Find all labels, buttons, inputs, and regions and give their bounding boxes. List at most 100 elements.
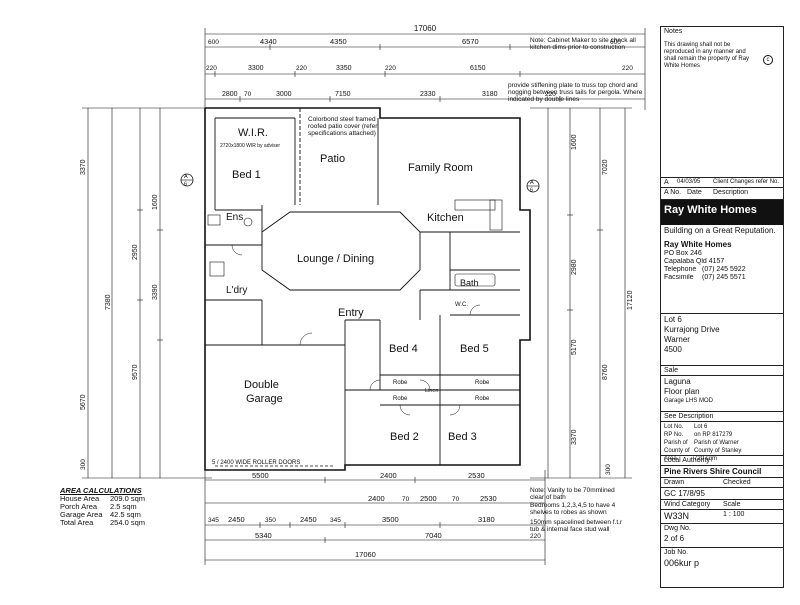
area-row: House Area 209.0 sqm <box>60 495 145 503</box>
dim-right-3: 5170 <box>571 339 578 355</box>
tb-suburb: Capalaba Qld 4157 <box>664 258 725 265</box>
dim-top-r1-1: 4340 <box>260 37 277 46</box>
room-robe-3: Robe <box>393 396 408 402</box>
dim-right-0: 1600 <box>571 134 578 150</box>
dim-right-6: 3370 <box>571 429 578 445</box>
dim-top-r3-1: 70 <box>244 91 252 98</box>
tb-lot: Lot 6 <box>664 315 682 324</box>
tb-drawn: GC 17/8/95 <box>661 487 783 499</box>
note-tub: 150mm spacelined between f.t.r tub & int… <box>530 519 623 533</box>
room-ens: Ens <box>226 212 243 223</box>
dim-top-r3-4: 2330 <box>420 91 436 98</box>
tb-parish: Parish of Warner <box>694 440 739 446</box>
room-linen: Linen <box>425 388 438 394</box>
dim-left-3: 2950 <box>132 244 139 260</box>
dim-bot-r3-0: 345 <box>208 517 219 524</box>
tb-dwg: 2 of 6 <box>664 534 685 543</box>
dim-top-r1-4: 600 <box>610 39 621 46</box>
tb-drawn-label: Drawn <box>664 479 685 486</box>
tb-rp: on RP 817279 <box>694 432 733 438</box>
dim-bot-r2-3: 70 <box>452 496 460 503</box>
dim-right-7: 300 <box>605 464 612 475</box>
tb-town: Warner <box>664 335 690 344</box>
dim-bot-r3-3: 2450 <box>300 515 317 524</box>
room-bath: Bath <box>460 278 479 288</box>
tb-rev-a-no: A <box>664 179 669 186</box>
tb-facsimile-label: Facsimile <box>664 274 694 281</box>
dim-top-r2-4: 220 <box>385 65 396 72</box>
area-value: 209.0 sqm <box>110 494 146 503</box>
tb-sale: Sale <box>661 365 783 375</box>
section-marker-letter-left: A <box>184 174 188 180</box>
note-bedrooms: Bedrooms 1,2,3,4,5 to have 4 shelves to … <box>530 502 616 516</box>
tb-facsimile-value: (07) 245 5571 <box>702 274 746 281</box>
tb-company-name: Ray White Homes <box>664 240 732 249</box>
tb-lot-row: Lot No.Lot 6 <box>664 423 780 431</box>
tb-company: Ray White Homes PO Box 246 Capalaba Qld … <box>661 239 783 291</box>
section-marker-num-left: 6 <box>184 182 187 188</box>
room-bed1: Bed 1 <box>232 169 261 181</box>
dim-top-r3-2: 3000 <box>276 91 292 98</box>
room-robe-2: Robe <box>475 380 490 386</box>
dim-top-r2-2: 220 <box>296 65 307 72</box>
dim-top-r2-0: 220 <box>206 65 217 72</box>
dim-top-r1-0: 600 <box>208 39 219 46</box>
area-label: House Area <box>60 494 100 503</box>
section-marker-num-right: 6 <box>530 188 533 194</box>
section-marker-letter-right: A <box>530 180 534 186</box>
dim-top-r2-6: 220 <box>622 65 633 72</box>
room-lounge: Lounge / Dining <box>297 253 374 265</box>
dim-bot-r3-1: 2450 <box>228 515 245 524</box>
dim-bot-r2-4: 2530 <box>480 494 497 503</box>
title-block: Notes This drawing shall not be reproduc… <box>660 26 784 588</box>
door-swings <box>231 244 481 416</box>
tb-drawn-value: GC 17/8/95 <box>664 489 705 498</box>
tb-area: 720 sqm <box>694 456 718 462</box>
kitchen-bench <box>454 199 496 211</box>
tb-desc: See Description <box>661 411 783 421</box>
tb-job-label: Job No. <box>661 547 783 557</box>
area-label: Total Area <box>60 518 94 527</box>
dim-bot-r2-0: 2400 <box>368 494 385 503</box>
tb-facsimile: Facsimile (07) 245 5571 <box>664 274 780 282</box>
tb-model-label: Wind Category <box>664 501 711 508</box>
dim-left-4: 1600 <box>152 194 159 210</box>
tb-copyright-symbol: c <box>763 55 773 65</box>
tb-street: Kurrajong Drive <box>664 325 720 334</box>
tb-design: Laguna Floor plan Garage LHS MOD <box>661 375 783 411</box>
area-label: Porch Area <box>60 502 98 511</box>
dim-bot-r1-1: 2400 <box>380 471 397 480</box>
top-dimension-lines <box>204 28 646 110</box>
tb-rp-row: RP No.on RP 817279 <box>664 431 780 439</box>
room-bed3: Bed 3 <box>448 431 477 443</box>
tb-rev-a-desc: Client Changes refer No. <box>713 179 780 185</box>
tb-po-box: PO Box 246 <box>664 250 702 257</box>
section-marker-right: A 6 <box>526 179 540 194</box>
tb-rev-a-date: 04/03/95 <box>677 179 701 185</box>
laundry-tub <box>209 261 225 277</box>
right-dimension-lines <box>530 107 632 479</box>
tb-scale-value: 1 : 100 <box>723 511 745 518</box>
tb-model: W33N 1 : 100 <box>661 509 783 523</box>
bottom-dimension-lines <box>204 470 546 565</box>
dim-bot-r3-4: 345 <box>330 517 341 524</box>
tb-authority: Local Authority <box>661 455 783 465</box>
tb-lot-details: Lot No.Lot 6 RP No.on RP 817279 Parish o… <box>661 421 783 462</box>
dim-bot-r3-6: 3180 <box>478 515 495 524</box>
tb-council: Pine Rivers Shire Council <box>661 465 783 477</box>
dim-top-r1-3: 6570 <box>462 37 479 46</box>
dim-right-4: 17120 <box>627 290 634 310</box>
note-cabinet: Note: Cabinet Maker to site check all ki… <box>530 37 636 51</box>
room-bed4: Bed 4 <box>389 343 418 355</box>
note-vanity: Note: Vanity to be 70mmlined clear of ba… <box>530 487 615 501</box>
tb-postcode: 4500 <box>664 345 682 354</box>
tb-area-label: Area <box>664 456 677 462</box>
section-marker-left: A 6 <box>180 173 194 188</box>
room-ldry: L'dry <box>226 285 247 296</box>
tb-lot-no: Lot 6 <box>694 424 708 430</box>
